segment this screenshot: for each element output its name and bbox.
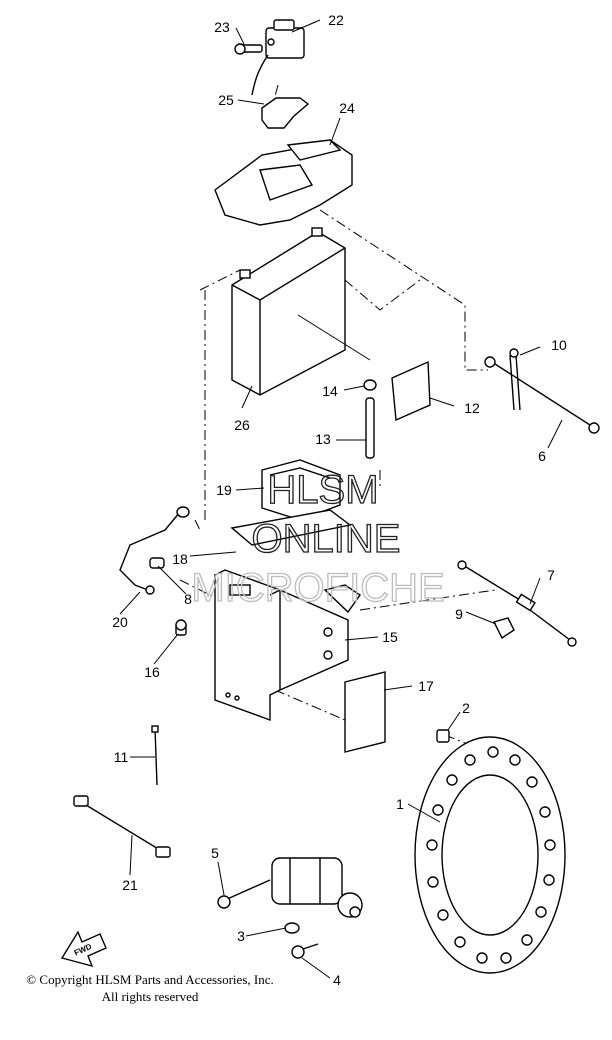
cable-tie [151, 725, 159, 786]
case-pad [344, 671, 386, 753]
copyright-line-1: © Copyright HLSM Parts and Accessories, … [26, 972, 274, 987]
callout-5: 5 [211, 845, 219, 861]
callout-8: 8 [184, 591, 192, 607]
callout-16: 16 [144, 664, 160, 680]
callout-24: 24 [339, 100, 355, 116]
case-bolt [175, 619, 187, 636]
callout-15: 15 [382, 629, 398, 645]
callout-labels: 1 2 3 4 5 6 7 8 9 10 11 12 13 14 15 16 1… [112, 12, 567, 988]
leader-lines [119, 19, 563, 979]
callout-20: 20 [112, 614, 128, 630]
callout-17: 17 [418, 678, 434, 694]
watermark: HLSM ONLINE MICROFICHE [191, 467, 446, 610]
band-clip [363, 379, 377, 391]
positive-lead [119, 506, 190, 595]
o-ring [284, 922, 300, 934]
relay-bracket [261, 97, 310, 129]
wire-clip [509, 348, 521, 411]
callout-9: 9 [455, 606, 463, 622]
callout-1: 1 [396, 796, 404, 812]
copyright-line-2: All rights reserved [101, 989, 199, 1004]
battery-cover [214, 139, 353, 226]
callout-26: 26 [234, 417, 250, 433]
callout-22: 22 [328, 12, 344, 28]
starter-motor [271, 857, 363, 918]
fuse-cover-tray [230, 509, 352, 546]
starter-cable [457, 560, 577, 647]
battery-negative-lead [484, 356, 600, 434]
forward-arrow-icon [60, 930, 107, 968]
fuse-box [261, 459, 341, 521]
callout-19: 19 [216, 482, 232, 498]
gear-bolt [436, 729, 450, 743]
lead-wire [73, 795, 171, 858]
cable-clamp [492, 617, 515, 640]
callout-6: 6 [538, 448, 546, 464]
callout-18: 18 [172, 551, 188, 567]
battery-band [365, 397, 375, 459]
battery-pad [391, 360, 431, 422]
starter-ring-gear [414, 736, 566, 974]
callout-10: 10 [551, 337, 567, 353]
callout-21: 21 [122, 877, 138, 893]
callout-23: 23 [214, 19, 230, 35]
battery-case [214, 569, 361, 721]
callout-7: 7 [547, 567, 555, 583]
callout-11: 11 [114, 749, 129, 765]
watermark-line-3: MICROFICHE [191, 566, 444, 610]
relay-screw [234, 43, 263, 55]
callout-4: 4 [333, 972, 341, 988]
mount-bolt [291, 943, 319, 959]
starter-bolt [217, 879, 271, 909]
fuse-holder [149, 557, 165, 569]
callout-13: 13 [315, 431, 331, 447]
assembly-lines [179, 84, 496, 746]
watermark-line-2: ONLINE [252, 517, 401, 561]
callout-14: 14 [322, 383, 338, 399]
callout-3: 3 [237, 928, 245, 944]
callout-12: 12 [464, 400, 480, 416]
watermark-line-1: HLSM [267, 468, 378, 512]
callout-2: 2 [462, 700, 470, 716]
callout-25: 25 [218, 92, 234, 108]
battery [231, 227, 346, 396]
starter-relay [251, 19, 305, 96]
